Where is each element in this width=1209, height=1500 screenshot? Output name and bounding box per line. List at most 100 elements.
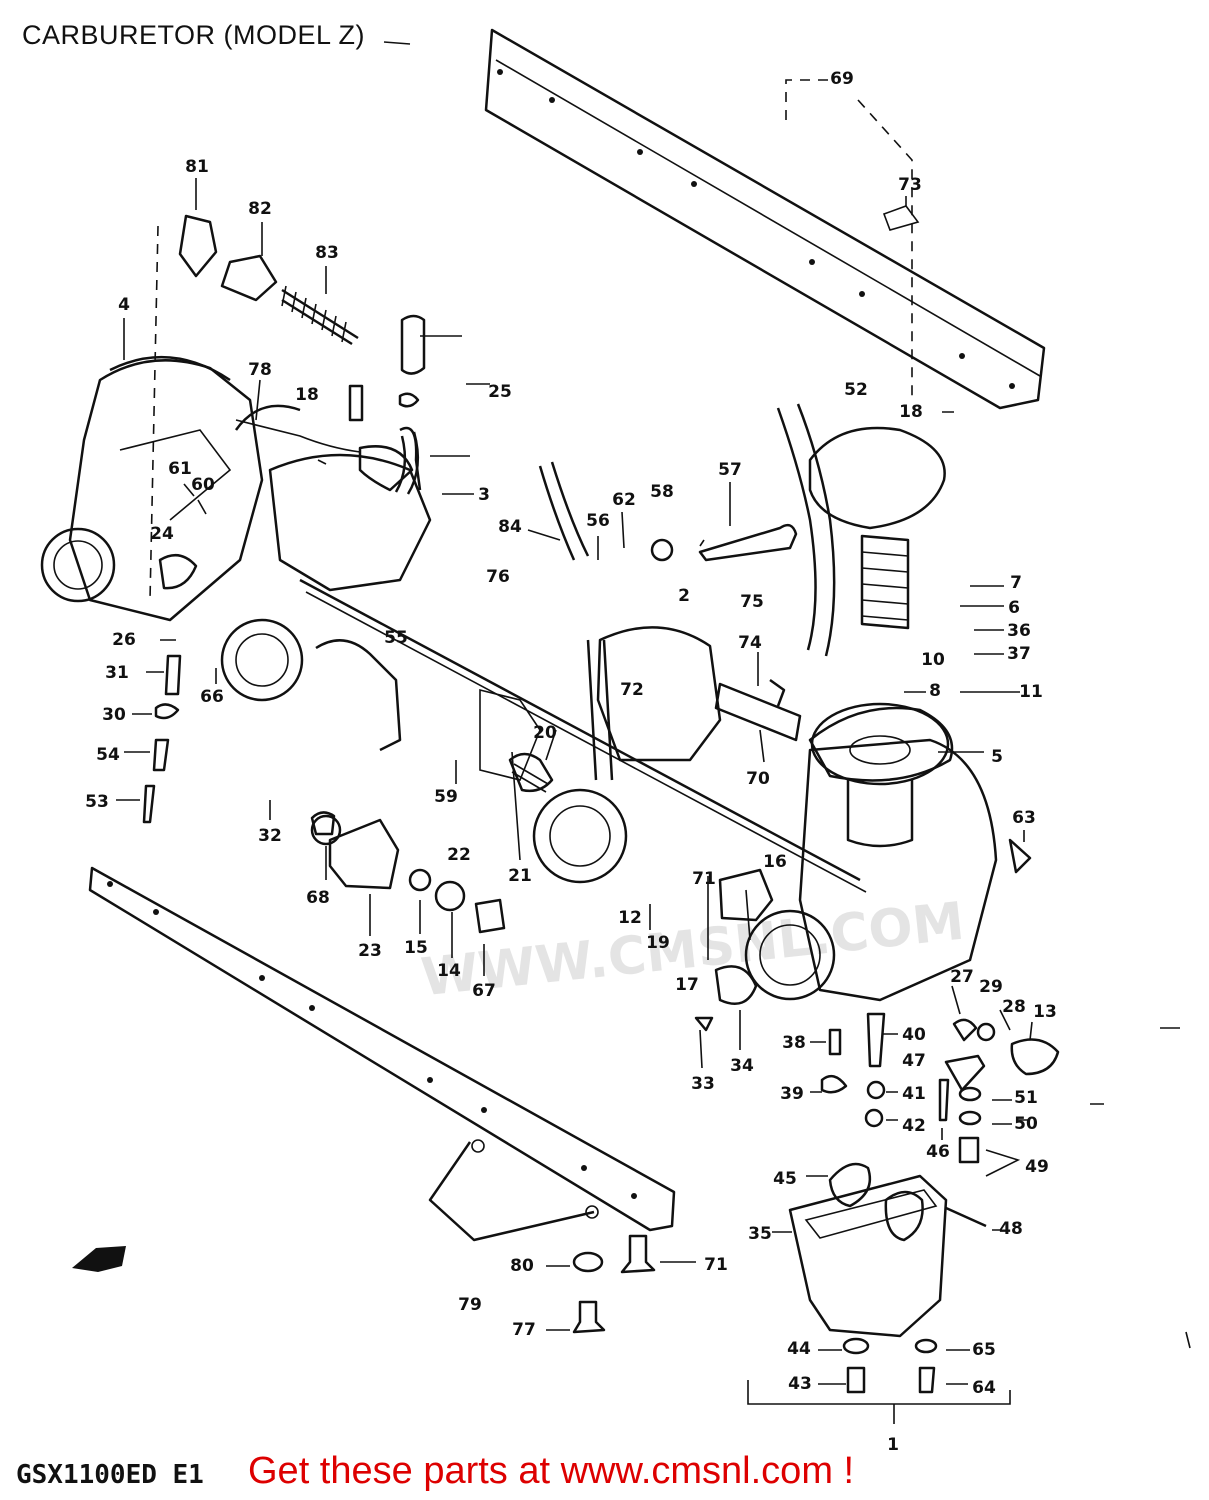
hose-vertical: [586, 639, 614, 781]
promo-link-text[interactable]: Get these parts at www.cmsnl.com !: [248, 1450, 855, 1492]
fuel-pipe-74: [714, 682, 802, 742]
callout-8: 8: [929, 681, 941, 701]
callout-58: 58: [650, 482, 674, 502]
carburetor-body-left: [40, 355, 264, 622]
callout-60: 60: [191, 475, 215, 495]
drain-plug-43: [846, 1366, 866, 1394]
callout-12: 12: [618, 908, 642, 928]
callout-11: 11: [1019, 682, 1043, 702]
callout-69: 69: [830, 69, 854, 89]
diagram-title: CARBURETOR (MODEL Z): [22, 20, 366, 50]
callout-45: 45: [773, 1169, 797, 1189]
diaphragm-5: [810, 702, 950, 848]
callout-1: 1: [887, 1435, 899, 1455]
washer-68: [310, 814, 342, 846]
callout-47: 47: [902, 1051, 926, 1071]
callout-28: 28: [1002, 997, 1026, 1017]
callout-18: 18: [295, 385, 319, 405]
callout-24: 24: [150, 524, 174, 544]
callout-70: 70: [746, 769, 770, 789]
callout-40: 40: [902, 1025, 926, 1045]
callout-71: 71: [692, 869, 716, 889]
cap-32: [310, 811, 336, 836]
pipe-3: [394, 431, 420, 495]
callout-36: 36: [1007, 621, 1031, 641]
needle-40: [866, 1012, 886, 1068]
valve-49: [958, 1136, 980, 1164]
callout-67: 67: [472, 981, 496, 1001]
screw-53: [142, 784, 156, 824]
spring-21: [508, 752, 554, 793]
callout-35: 35: [748, 1224, 772, 1244]
callout-23: 23: [358, 941, 382, 961]
pin-31: [164, 654, 182, 696]
callout-48: 48: [999, 1219, 1023, 1239]
callout-62: 62: [612, 490, 636, 510]
callout-72: 72: [620, 680, 644, 700]
oring-65: [914, 1338, 938, 1354]
cap-14: [434, 880, 466, 912]
callout-42: 42: [902, 1116, 926, 1136]
callout-38: 38: [782, 1033, 806, 1053]
hose-84: [538, 465, 576, 561]
callout-26: 26: [112, 630, 136, 650]
callout-18: 18: [899, 402, 923, 422]
front-arrow-icon: [72, 1246, 126, 1272]
callout-27: 27: [950, 967, 974, 987]
callout-41: 41: [902, 1084, 926, 1104]
callout-33: 33: [691, 1074, 715, 1094]
bracket-1: [747, 1380, 1011, 1424]
screw-73: [882, 205, 920, 231]
bolt-77: [572, 1300, 606, 1334]
diaphragm-cap: [808, 426, 946, 630]
plug-67: [474, 898, 506, 934]
callout-22: 22: [447, 845, 471, 865]
oring-42: [864, 1108, 884, 1128]
bolt-71: [620, 1234, 656, 1274]
callout-2: 2: [678, 586, 690, 606]
bracket-81: [178, 214, 218, 278]
callout-77: 77: [512, 1320, 536, 1340]
callout-16: 16: [763, 852, 787, 872]
link-16: [718, 868, 774, 922]
callout-19: 19: [646, 933, 670, 953]
callout-32: 32: [258, 826, 282, 846]
oring-41: [866, 1080, 886, 1100]
link-55: [315, 639, 402, 752]
callout-7: 7: [1010, 573, 1022, 593]
callout-43: 43: [788, 1374, 812, 1394]
callout-10: 10: [921, 650, 945, 670]
callout-30: 30: [102, 705, 126, 725]
callout-6: 6: [1008, 598, 1020, 618]
jet-38: [828, 1028, 842, 1056]
throttle-shaft: [299, 578, 861, 882]
callout-75: 75: [740, 592, 764, 612]
nut-63: [1008, 838, 1032, 874]
callout-54: 54: [96, 745, 120, 765]
callout-83: 83: [315, 243, 339, 263]
callout-73: 73: [898, 175, 922, 195]
callout-84: 84: [498, 517, 522, 537]
spring-83: [281, 288, 359, 346]
callout-71: 71: [704, 1255, 728, 1275]
callout-5: 5: [991, 747, 1003, 767]
callout-82: 82: [248, 199, 272, 219]
top-bracket: [484, 28, 1046, 410]
callout-44: 44: [787, 1339, 811, 1359]
callout-3: 3: [478, 485, 490, 505]
cap-pipe: [400, 314, 426, 375]
callout-55: 55: [384, 628, 408, 648]
callout-81: 81: [185, 157, 209, 177]
callout-31: 31: [105, 663, 129, 683]
callout-66: 66: [200, 687, 224, 707]
screw-64: [918, 1366, 936, 1394]
callout-64: 64: [972, 1378, 996, 1398]
oring-50: [958, 1110, 982, 1126]
callout-17: 17: [675, 975, 699, 995]
callout-29: 29: [979, 977, 1003, 997]
washer-80: [572, 1251, 604, 1273]
cable-79: [428, 1141, 595, 1242]
lever-82: [220, 254, 278, 302]
callout-76: 76: [486, 567, 510, 587]
